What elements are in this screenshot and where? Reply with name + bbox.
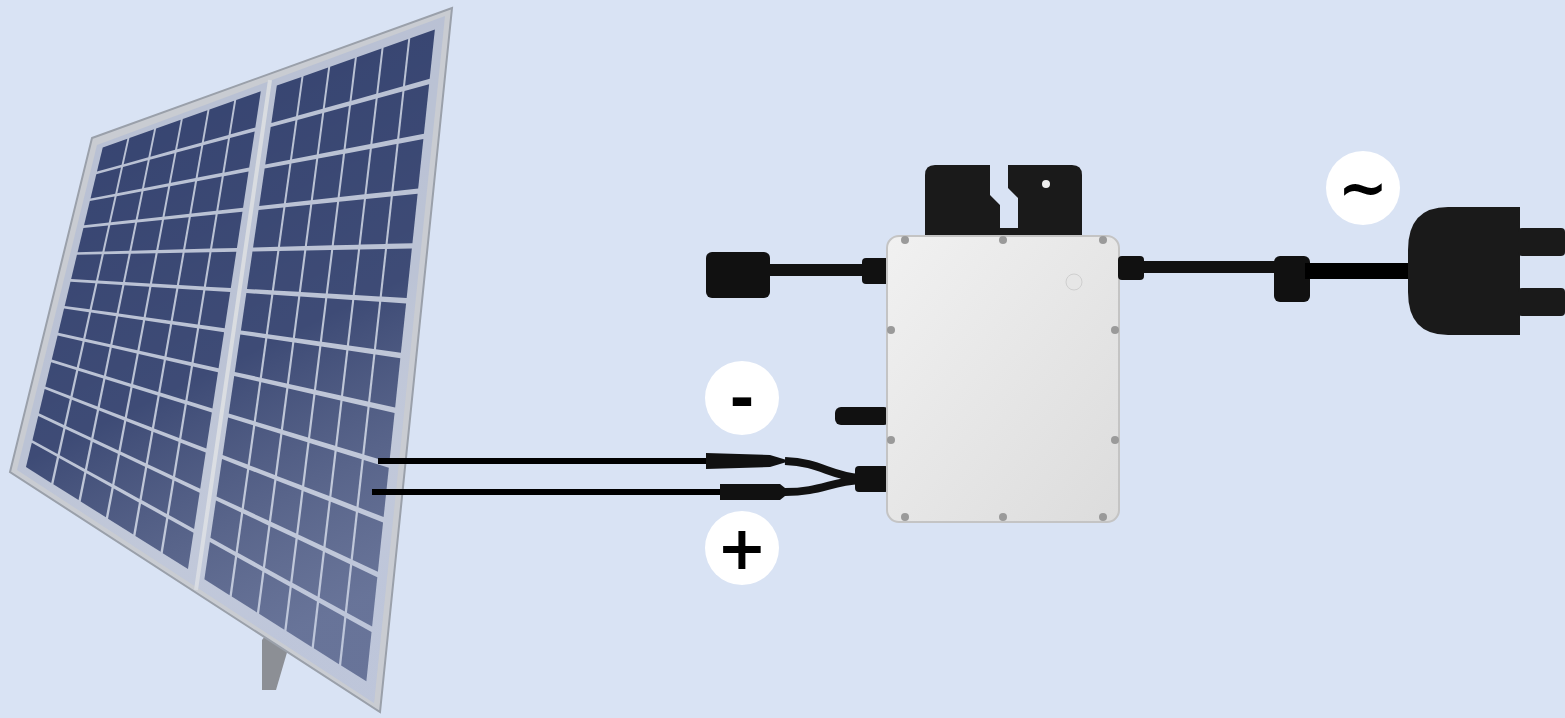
mains-plug [1408, 207, 1520, 335]
ac-cord [1305, 263, 1412, 279]
bracket-slot [990, 165, 1018, 228]
mounting-bracket [925, 165, 1082, 240]
screws [887, 236, 1119, 521]
panel-frame [10, 8, 452, 712]
badge-symbol: ~ [1338, 158, 1388, 218]
status-led [1066, 274, 1082, 290]
ac-cable [1140, 261, 1280, 273]
trunk-connector [706, 252, 770, 298]
dc-connector [706, 453, 790, 469]
polarity-badge: - [705, 361, 779, 435]
badge-symbol: + [717, 518, 767, 578]
bracket-hole [1042, 180, 1050, 188]
polarity-badge: ~ [1326, 151, 1400, 225]
cable-gland [862, 258, 890, 284]
polarity-badge: + [705, 511, 779, 585]
badge-symbol: - [730, 368, 755, 428]
plug-pin [1518, 228, 1565, 256]
panel-sheen [17, 16, 445, 703]
ac-connector [1274, 256, 1310, 302]
y-splitter [785, 461, 860, 492]
plug-pin [1518, 288, 1565, 316]
dc-wire-positive [372, 489, 725, 495]
cable-gland [855, 466, 889, 492]
microinverter-body [887, 236, 1119, 522]
panel-face [17, 16, 445, 703]
dc-connector [720, 484, 790, 500]
dc-wire-negative [378, 458, 712, 464]
dc-stub [835, 407, 890, 425]
